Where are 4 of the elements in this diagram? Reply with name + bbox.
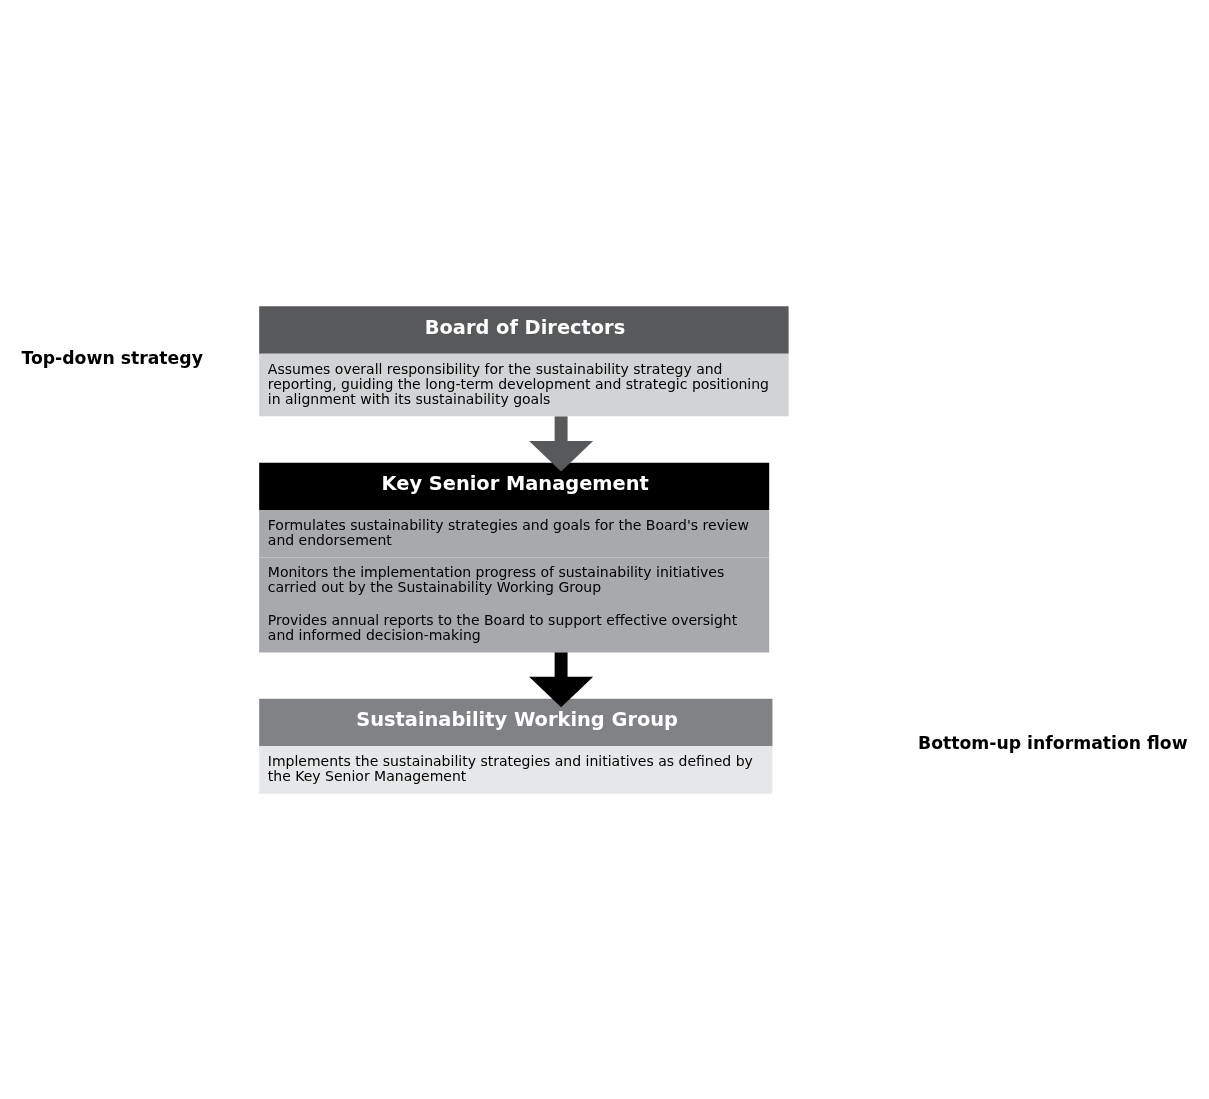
label: Top-down strategy [21,347,203,368]
arrow [529,415,594,471]
arrow [529,651,594,707]
label: Bottom-up information flow [918,732,1188,753]
